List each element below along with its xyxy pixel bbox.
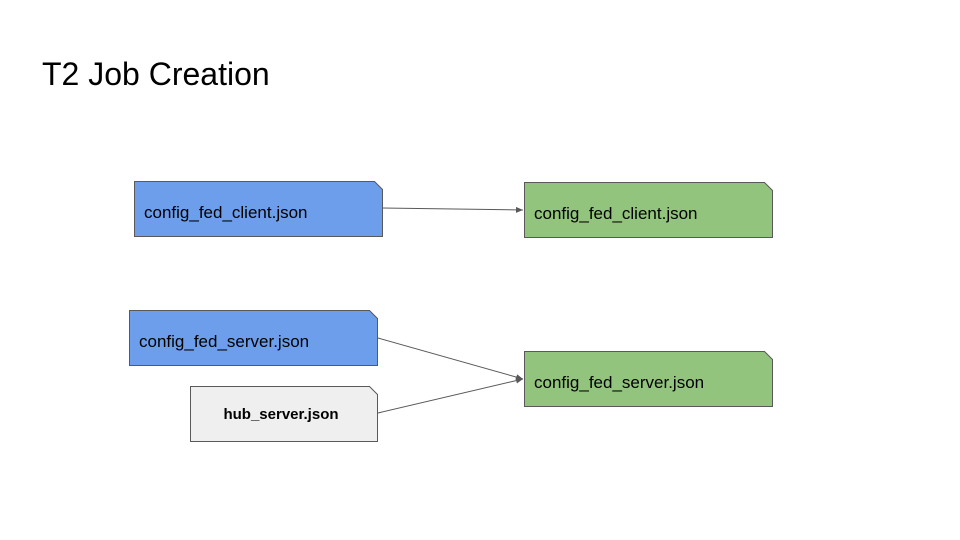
node-shape	[524, 182, 773, 238]
node-shape	[190, 386, 378, 442]
node-shape	[129, 310, 378, 366]
node-hub-server-source: hub_server.json	[190, 386, 378, 442]
slide-title: T2 Job Creation	[42, 56, 270, 92]
edge-hub	[377, 377, 524, 414]
node-config-fed-client-source: config_fed_client.json	[134, 181, 383, 237]
node-label: config_fed_client.json	[534, 204, 698, 223]
node-config-fed-client-target: config_fed_client.json	[524, 182, 773, 238]
node-config-fed-server-target: config_fed_server.json	[524, 351, 773, 407]
node-config-fed-server-source: config_fed_server.json	[129, 310, 378, 366]
node-label: hub_server.json	[223, 406, 338, 423]
edge-server	[377, 337, 524, 380]
edge-client	[381, 206, 524, 213]
node-label: config_fed_server.json	[139, 332, 309, 351]
node-shape	[524, 351, 773, 407]
node-label: config_fed_server.json	[534, 373, 704, 392]
node-label: config_fed_client.json	[144, 203, 308, 222]
node-shape	[134, 181, 383, 237]
